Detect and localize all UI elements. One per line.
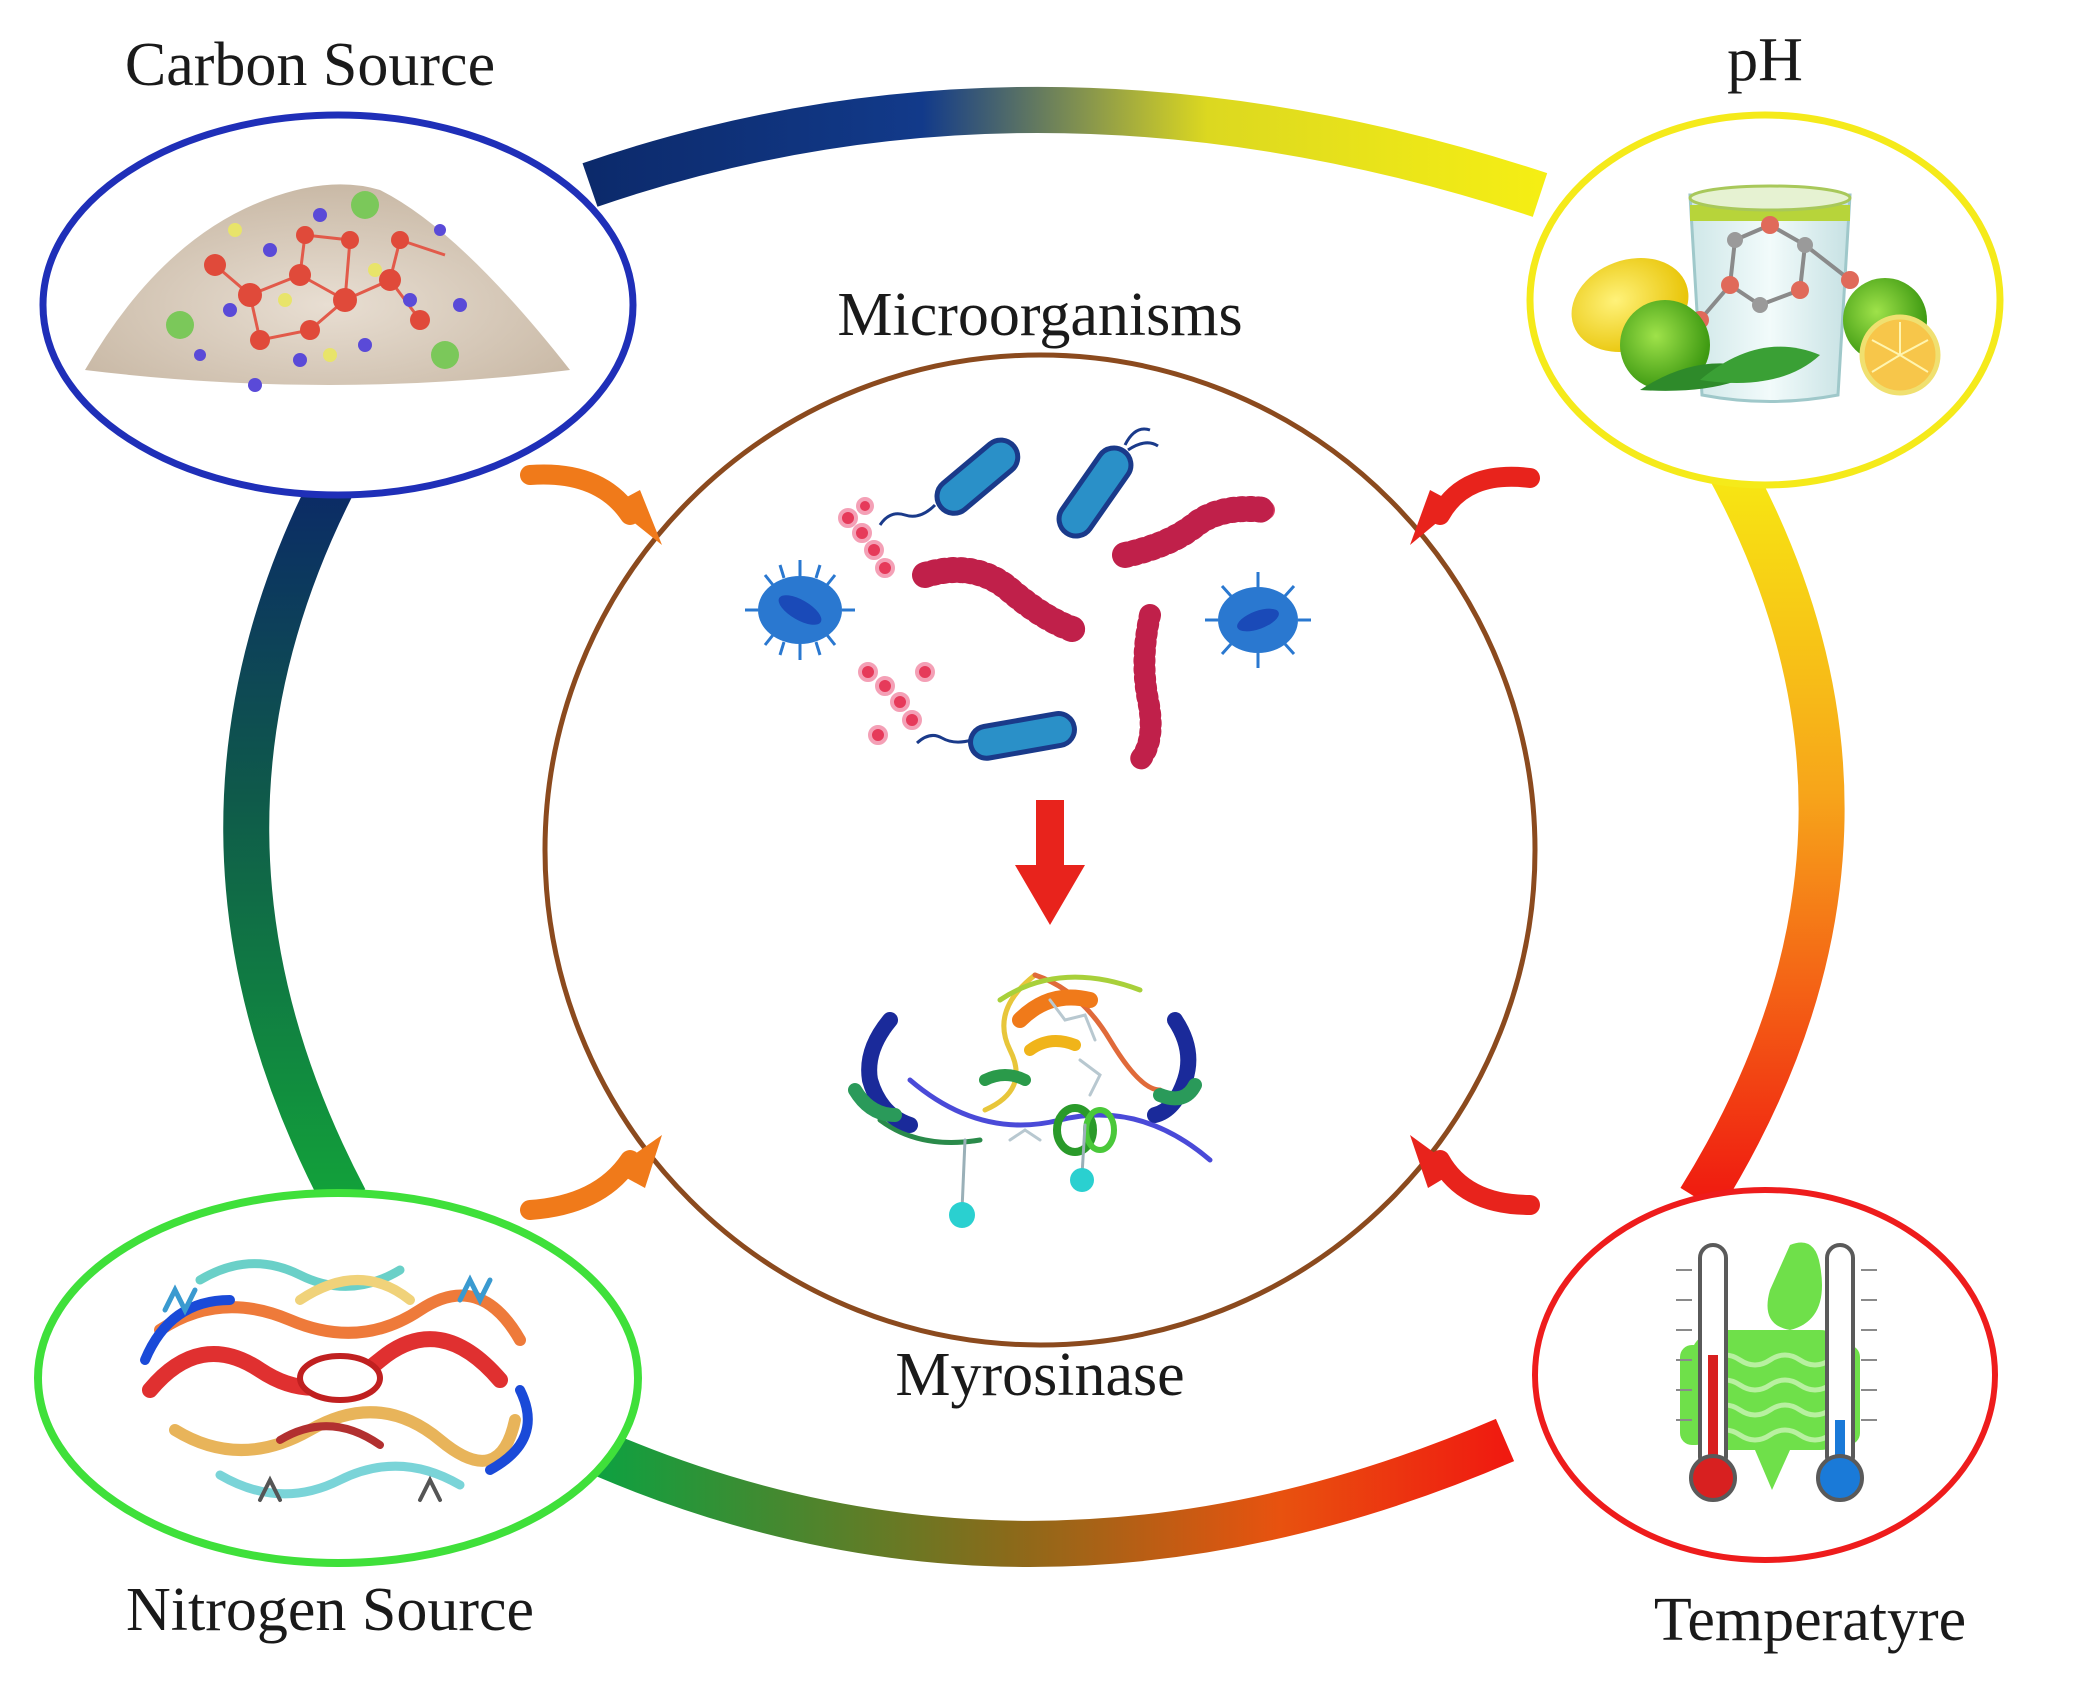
temperature-node xyxy=(1532,1187,1998,1563)
cocci-chain-icon xyxy=(858,662,935,745)
flow-arrows xyxy=(520,464,1540,1220)
cycle-segment-right xyxy=(1680,448,1845,1213)
lemon-water-glass-icon xyxy=(1571,184,1941,403)
cycle-segment-top xyxy=(582,87,1548,217)
arrow-carbon-icon xyxy=(520,464,662,545)
label-nitrogen-source: Nitrogen Source xyxy=(126,1576,534,1644)
spiral-bacterium-icon xyxy=(1112,496,1278,568)
cocci-chain-icon xyxy=(838,497,895,578)
flour-pile-molecule-icon xyxy=(85,184,570,392)
spiky-bacterium-icon xyxy=(745,560,855,660)
ph-node xyxy=(1526,111,2004,489)
thermometer-hot-icon xyxy=(1676,1243,1737,1502)
spiky-bacterium-icon xyxy=(1205,572,1311,668)
spiral-bacterium-icon xyxy=(912,557,1088,643)
down-arrow-icon xyxy=(1015,800,1085,925)
label-microorganisms: Microorganisms xyxy=(837,281,1242,349)
nitrogen-node xyxy=(34,1189,642,1567)
arrow-nitrogen-icon xyxy=(520,1135,662,1220)
cycle-segment-bottom xyxy=(596,1418,1515,1567)
label-ph: pH xyxy=(1727,26,1803,94)
enzyme-ribbon-structure-icon xyxy=(848,972,1213,1228)
bacteria-cluster-icon xyxy=(745,427,1311,771)
label-myrosinase: Myrosinase xyxy=(895,1341,1184,1409)
arrow-temperature-icon xyxy=(1410,1135,1540,1215)
label-temperature: Temperatyre xyxy=(1654,1586,1966,1654)
cycle-ring xyxy=(223,87,1845,1567)
protein-ribbon-icon xyxy=(140,1259,533,1502)
arrow-ph-icon xyxy=(1410,466,1540,545)
rod-bacterium-icon xyxy=(878,437,1021,526)
carbon-node xyxy=(39,111,637,499)
label-carbon-source: Carbon Source xyxy=(125,31,495,99)
cycle-segment-left xyxy=(223,459,366,1211)
rod-bacterium-icon xyxy=(915,711,1077,761)
spiral-bacterium-icon xyxy=(1129,604,1162,771)
rod-bacterium-icon xyxy=(1056,427,1159,539)
thermometer-gut-icon xyxy=(1676,1242,1877,1502)
thermometer-cold-icon xyxy=(1816,1243,1877,1502)
